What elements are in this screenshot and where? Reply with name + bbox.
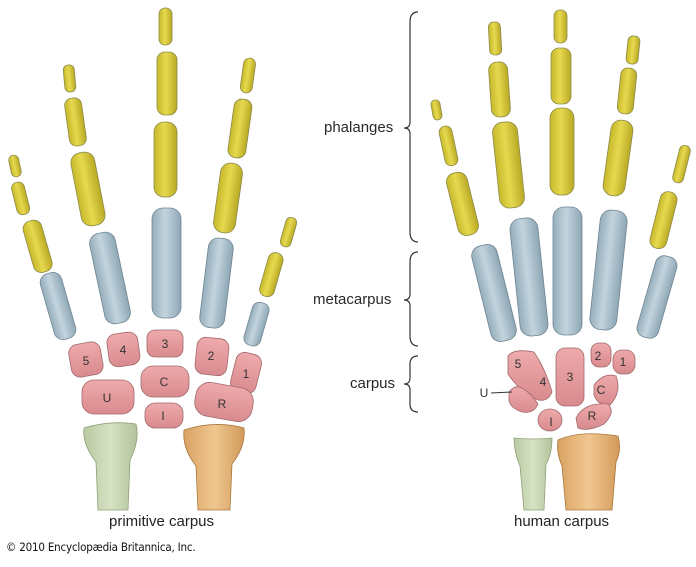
- callout-label-U: U: [480, 386, 489, 400]
- carpal-label-I: I: [161, 409, 164, 423]
- carpal-label-5: 5: [83, 354, 90, 368]
- label-carpus: carpus: [350, 375, 396, 392]
- carpal-label-3: 3: [162, 337, 169, 351]
- left-metacarpus: [39, 207, 270, 347]
- caption-primitive-carpus: primitive carpus: [109, 513, 215, 530]
- carpal-label-R: R: [588, 409, 597, 423]
- carpal-label-5: 5: [515, 357, 522, 371]
- carpal-label-U: U: [103, 391, 112, 405]
- callout-line: [490, 391, 513, 394]
- right-metacarpus: [471, 206, 678, 342]
- right-phalanges: [430, 9, 691, 250]
- metacarpus-brace: [403, 251, 419, 347]
- human-hand: 5 4 3 2 1 C R I U: [430, 9, 691, 511]
- primitive-hand: 5 4 3 2 1 U C I R: [8, 7, 298, 511]
- carpal-label-I: I: [549, 415, 552, 429]
- carpal-label-2: 2: [208, 349, 215, 363]
- copyright-notice: © 2010 Encyclopædia Britannica, Inc.: [6, 540, 196, 554]
- carpal-label-C: C: [160, 375, 169, 389]
- carpal-label-2: 2: [595, 349, 602, 363]
- right-radius: [557, 433, 620, 511]
- left-radius: [183, 424, 245, 511]
- carpal-label-1: 1: [243, 367, 250, 381]
- carpal-label-4: 4: [120, 343, 127, 357]
- left-ulna: [83, 422, 138, 511]
- carpal-label-3: 3: [567, 370, 574, 384]
- carpal-label-R: R: [218, 397, 227, 411]
- left-carpus: [68, 329, 262, 429]
- label-phalanges: phalanges: [324, 119, 394, 136]
- right-carpal-labels: 5 4 3 2 1 C R I: [515, 349, 627, 429]
- phalanges-brace: [403, 11, 419, 243]
- caption-human-carpus: human carpus: [514, 513, 610, 530]
- carpal-label-C: C: [597, 383, 606, 397]
- carpus-brace: [403, 355, 419, 413]
- left-carpal-labels: 5 4 3 2 1 U C I R: [83, 337, 250, 423]
- label-metacarpus: metacarpus: [313, 291, 392, 308]
- region-braces: [403, 11, 419, 413]
- carpal-label-1: 1: [620, 355, 627, 369]
- right-carpus: [507, 342, 636, 432]
- carpal-label-4: 4: [540, 375, 547, 389]
- right-ulna: [513, 437, 553, 511]
- left-phalanges: [8, 7, 298, 298]
